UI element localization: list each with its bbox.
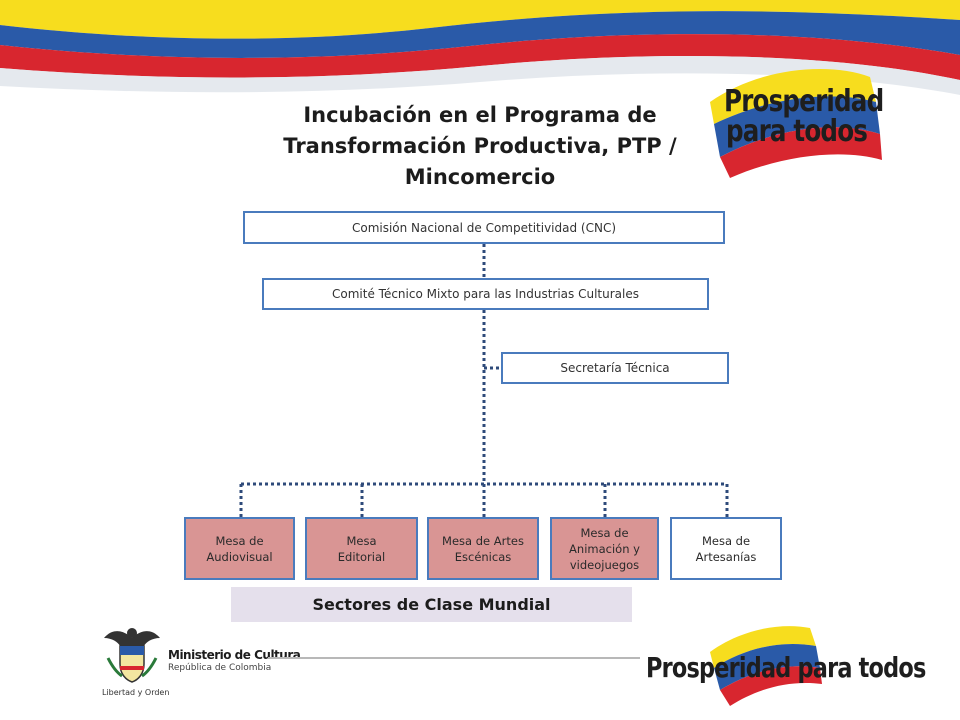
flag-banner: [0, 0, 960, 110]
org-box-comite: Comité Técnico Mixto para las Industrias…: [262, 278, 709, 310]
mesa-artes-escenicas: Mesa de Artes Escénicas: [427, 517, 539, 580]
mesa-artesanias: Mesa de Artesanías: [670, 517, 782, 580]
brand-logo-top-line2: para todos: [726, 114, 868, 149]
brand-logo-top-line1: Prosperidad: [724, 84, 884, 119]
ministry-motto: Libertad y Orden: [102, 688, 170, 697]
footer-divider: [268, 657, 640, 659]
ministry-name: Ministerio de Cultura: [168, 648, 301, 662]
mesa-animacion-videojuegos: Mesa de Animación y videojuegos: [550, 517, 659, 580]
sectores-label: Sectores de Clase Mundial: [231, 587, 632, 622]
title-line-3: Mincomercio: [404, 165, 556, 189]
brand-logo-bottom: Prosperidad para todos: [646, 651, 926, 684]
brand-swoosh-bottom: [710, 626, 822, 706]
org-box-cnc: Comisión Nacional de Competitividad (CNC…: [243, 211, 725, 244]
mesa-audiovisual: Mesa de Audiovisual: [184, 517, 295, 580]
page-title: Incubación en el Programa de Transformac…: [250, 100, 710, 193]
colombia-coat-of-arms-icon: [104, 628, 160, 683]
org-box-secretaria: Secretaría Técnica: [501, 352, 729, 384]
ministry-subtitle: República de Colombia: [168, 663, 272, 673]
mesa-editorial: Mesa Editorial: [305, 517, 418, 580]
title-line-1: Incubación en el Programa de: [303, 103, 657, 127]
title-line-2: Transformación Productiva, PTP /: [283, 134, 677, 158]
brand-swoosh-top: [710, 69, 882, 178]
